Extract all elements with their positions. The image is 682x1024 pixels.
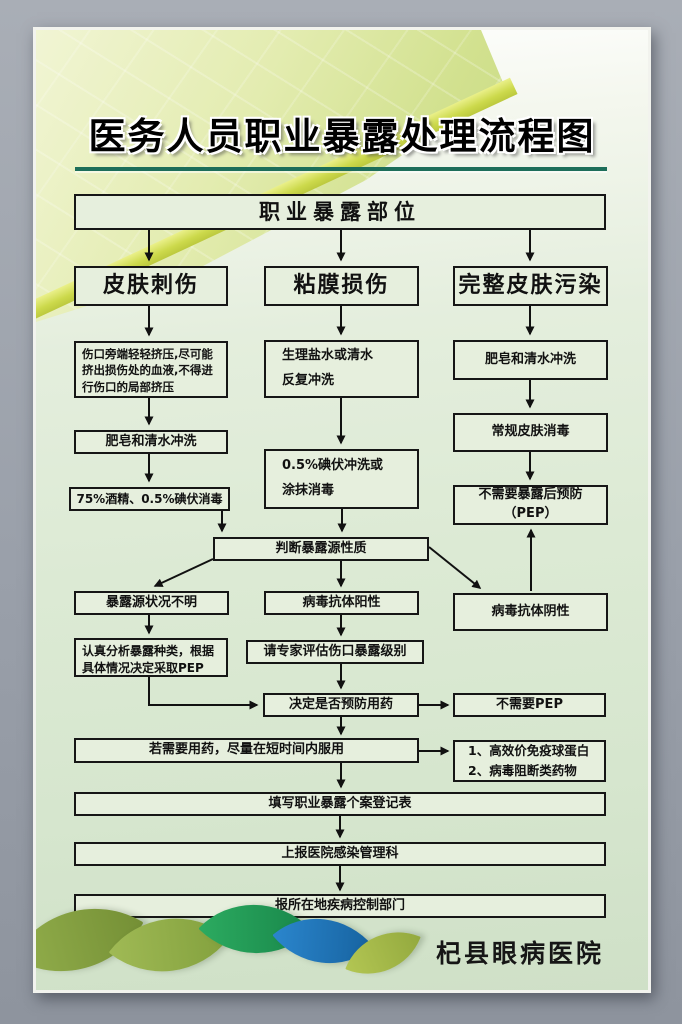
node-saline-rinse: 生理盐水或清水 反复冲洗 — [264, 340, 419, 398]
node-soap-water-rinse-right: 肥皂和清水冲洗 — [453, 340, 608, 380]
node-mucosa-injury: 粘膜损伤 — [264, 266, 419, 306]
node-analyze-exposure-type: 认真分析暴露种类，根据具体情况决定采取PEP — [74, 638, 228, 677]
node-no-pep: 不需要PEP — [453, 693, 606, 717]
node-register-case-form: 填写职业暴露个案登记表 — [74, 792, 606, 816]
node-alcohol-iodine-disinfect: 75%酒精、0.5%碘伏消毒 — [69, 487, 230, 511]
node-intact-skin-contamination: 完整皮肤污染 — [453, 266, 608, 306]
node-source-unknown: 暴露源状况不明 — [74, 591, 229, 615]
node-antibody-negative: 病毒抗体阴性 — [453, 593, 608, 631]
node-routine-skin-disinfect: 常规皮肤消毒 — [453, 413, 608, 452]
leaf-decoration-small — [345, 915, 421, 990]
node-decide-prophylaxis: 决定是否预防用药 — [263, 693, 419, 717]
node-drug-options: 1、高效价免疫球蛋白 2、病毒阻断类药物 — [453, 740, 606, 782]
node-squeeze-wound: 伤口旁端轻轻挤压,尽可能挤出损伤处的血液,不得进行伤口的局部挤压 — [74, 341, 228, 398]
node-exposure-site: 职业暴露部位 — [74, 194, 606, 230]
node-soap-water-rinse-left: 肥皂和清水冲洗 — [74, 430, 228, 454]
node-antibody-positive: 病毒抗体阳性 — [264, 591, 419, 615]
node-skin-puncture: 皮肤刺伤 — [74, 266, 228, 306]
page-title: 医务人员职业暴露处理流程图 — [88, 115, 596, 158]
node-expert-assess-level: 请专家评估伤口暴露级别 — [246, 640, 424, 664]
node-take-medicine-soon: 若需要用药，尽量在短时间内服用 — [74, 738, 419, 763]
node-judge-source-nature: 判断暴露源性质 — [213, 537, 429, 561]
node-report-cdc: 报所在地疾病控制部门 — [74, 894, 606, 918]
poster: 医务人员职业暴露处理流程图 — [33, 27, 651, 993]
node-no-pep-needed-full: 不需要暴露后预防 （PEP） — [453, 485, 608, 525]
node-iodine-rinse-apply: 0.5%碘伏冲洗或 涂抹消毒 — [264, 449, 419, 509]
title-divider — [75, 167, 607, 171]
node-report-infection-dept: 上报医院感染管理科 — [74, 842, 606, 866]
hospital-name: 杞县眼病医院 — [435, 939, 604, 968]
